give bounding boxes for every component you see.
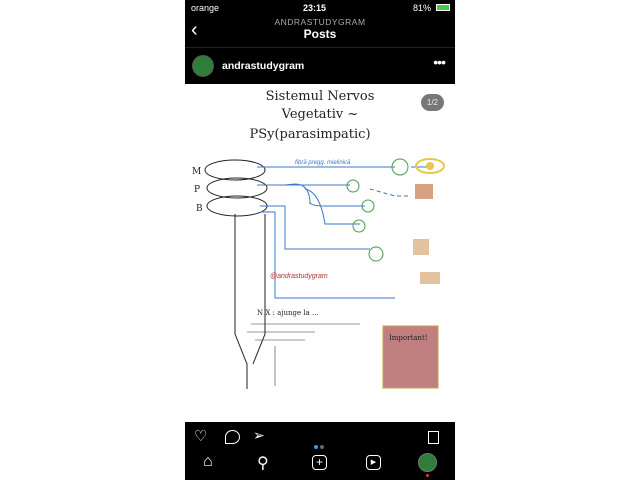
avatar[interactable] xyxy=(192,55,214,77)
label-p: P xyxy=(194,185,200,195)
watermark: @andrastudygram xyxy=(270,273,328,280)
page-title: Posts xyxy=(303,27,337,41)
notification-dot xyxy=(426,474,429,477)
mouth-photo xyxy=(420,272,440,284)
bottom-nav: ⌂ ⚲ + ▶ xyxy=(185,448,455,480)
nose-photo xyxy=(413,239,429,255)
status-bar: orange 23:15 81% xyxy=(185,0,455,16)
account-name: ANDRASTUDYGRAM xyxy=(274,17,366,27)
reels-icon[interactable]: ▶ xyxy=(366,455,381,470)
create-icon[interactable]: + xyxy=(312,455,327,470)
label-b: B xyxy=(196,204,203,214)
comment-icon[interactable] xyxy=(225,430,240,444)
sketch-title-1: Sistemul Nervos xyxy=(266,89,375,104)
sketch-title-3: PSy(parasimpatic) xyxy=(249,127,370,142)
fiber-label: fibră pregg. mielinică xyxy=(295,160,351,166)
carousel-indicator xyxy=(314,436,326,454)
label-m: M xyxy=(192,167,201,177)
post-actions: ♡ ➢ xyxy=(185,424,455,449)
eye-gland-photo xyxy=(415,184,433,199)
side-note: N X : ajunge la ... xyxy=(257,309,319,317)
instagram-app: orange 23:15 81% ‹ ANDRASTUDYGRAM Posts … xyxy=(185,0,455,480)
battery-level: 81% xyxy=(413,3,432,13)
nervous-system-sketch: Sistemul Nervos Vegetativ ~ PSy(parasimp… xyxy=(192,89,445,389)
battery-icon xyxy=(436,4,450,11)
note-title: Important! xyxy=(389,334,428,342)
search-icon[interactable]: ⚲ xyxy=(257,455,269,472)
carrier: orange xyxy=(191,3,220,13)
eye-drawing xyxy=(415,158,445,174)
post-header: andrastudygram ••• xyxy=(185,47,455,83)
sketch-title-2: Vegetativ ~ xyxy=(281,107,359,122)
home-icon[interactable]: ⌂ xyxy=(203,453,213,470)
profile-avatar[interactable] xyxy=(418,453,437,472)
post-image[interactable]: Sistemul Nervos Vegetativ ~ PSy(parasimp… xyxy=(185,84,455,422)
more-options-icon[interactable]: ••• xyxy=(433,54,446,70)
back-button[interactable]: ‹ xyxy=(191,19,198,41)
like-icon[interactable]: ♡ xyxy=(194,428,208,445)
share-icon[interactable]: ➢ xyxy=(253,427,265,443)
username[interactable]: andrastudygram xyxy=(222,60,305,72)
important-note xyxy=(382,325,439,389)
clock: 23:15 xyxy=(303,3,327,13)
save-icon[interactable] xyxy=(428,431,439,444)
carousel-counter: 1/2 xyxy=(420,94,444,111)
